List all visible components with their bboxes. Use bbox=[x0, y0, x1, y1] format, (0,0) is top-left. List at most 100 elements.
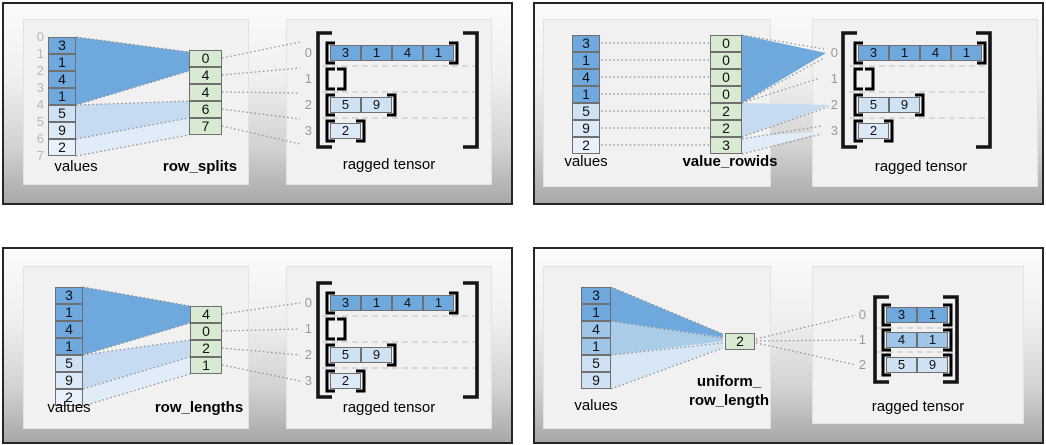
value-cell: 3 bbox=[572, 35, 600, 52]
tensor-cell: 1 bbox=[951, 45, 982, 61]
method-label: row_lengths bbox=[154, 399, 244, 416]
row-index-label: 3 bbox=[304, 373, 312, 388]
value-cell: 1 bbox=[48, 54, 76, 71]
tensor-cell: 9 bbox=[361, 97, 392, 113]
method-label-line1: uniform_ bbox=[696, 373, 762, 390]
row-index-label: 2 bbox=[830, 97, 838, 112]
value-cell: 2 bbox=[48, 139, 76, 156]
tensor-cell: 2 bbox=[330, 373, 361, 389]
row-index-label: 2 bbox=[304, 347, 312, 362]
value-cell: 3 bbox=[48, 37, 76, 54]
ragged-tensor-label: ragged tensor bbox=[342, 156, 436, 173]
method-label-line2: row_length bbox=[688, 392, 769, 409]
values-label: values bbox=[54, 158, 98, 175]
value-cell: 2 bbox=[55, 389, 83, 406]
value-cell: 1 bbox=[55, 304, 83, 321]
tensor-cell: 2 bbox=[330, 123, 361, 139]
row-index-label: 1 bbox=[858, 332, 866, 347]
method-label: value_rowids bbox=[682, 153, 778, 170]
tensor-cell: 1 bbox=[423, 45, 454, 61]
tensor-cell: 5 bbox=[330, 97, 361, 113]
tensor-cell: 9 bbox=[889, 97, 920, 113]
tensor-cell: 1 bbox=[423, 295, 454, 311]
partition-cell: 0 bbox=[710, 52, 742, 69]
value-index-label: 0 bbox=[36, 29, 44, 44]
value-cell: 3 bbox=[55, 287, 83, 304]
tensor-cell: 3 bbox=[858, 45, 889, 61]
tensor-cell: 3 bbox=[886, 307, 917, 323]
value-cell: 5 bbox=[581, 355, 611, 372]
method-label: uniform_ row_length bbox=[653, 372, 805, 410]
value-cell: 2 bbox=[572, 137, 600, 154]
partition-cell: 0 bbox=[189, 50, 222, 67]
tensor-cell: 1 bbox=[889, 45, 920, 61]
tensor-cell: 9 bbox=[917, 357, 948, 373]
row-index-label: 3 bbox=[304, 123, 312, 138]
method-label: row_splits bbox=[162, 158, 238, 175]
values-label: values bbox=[564, 153, 608, 170]
partition-cell: 2 bbox=[710, 103, 742, 120]
tensor-cell: 4 bbox=[920, 45, 951, 61]
partition-cell: 0 bbox=[190, 323, 222, 340]
tensor-cell: 4 bbox=[392, 45, 423, 61]
value-cell: 5 bbox=[572, 103, 600, 120]
tensor-cell: 5 bbox=[886, 357, 917, 373]
partition-cell: 0 bbox=[710, 69, 742, 86]
tensor-cell: 9 bbox=[361, 347, 392, 363]
partition-cell: 2 bbox=[190, 340, 222, 357]
tensor-cell: 4 bbox=[392, 295, 423, 311]
value-cell: 9 bbox=[48, 122, 76, 139]
value-index-label: 4 bbox=[36, 97, 44, 112]
tensor-cell: 5 bbox=[858, 97, 889, 113]
tensor-cell: 2 bbox=[858, 123, 889, 139]
ragged-tensor-label: ragged tensor bbox=[874, 158, 968, 175]
value-index-label: 3 bbox=[36, 80, 44, 95]
partition-cell: 1 bbox=[190, 357, 222, 374]
value-cell: 9 bbox=[55, 372, 83, 389]
row-index-label: 0 bbox=[304, 295, 312, 310]
row-index-label: 0 bbox=[304, 45, 312, 60]
tensor-cell: 3 bbox=[330, 45, 361, 61]
row-index-label: 1 bbox=[830, 71, 838, 86]
value-cell: 9 bbox=[581, 372, 611, 389]
partition-cell: 7 bbox=[189, 118, 222, 135]
row-index-label: 3 bbox=[830, 123, 838, 138]
value-index-label: 2 bbox=[36, 63, 44, 78]
value-cell: 1 bbox=[581, 338, 611, 355]
value-cell: 1 bbox=[55, 338, 83, 355]
ragged-tensor-label: ragged tensor bbox=[871, 398, 965, 415]
value-cell: 4 bbox=[581, 321, 611, 338]
value-cell: 1 bbox=[48, 88, 76, 105]
partition-cell: 4 bbox=[189, 84, 222, 101]
row-index-label: 0 bbox=[858, 307, 866, 322]
value-cell: 3 bbox=[581, 287, 611, 304]
partition-cell: 2 bbox=[725, 333, 755, 350]
value-cell: 5 bbox=[48, 105, 76, 122]
tensor-cell: 5 bbox=[330, 347, 361, 363]
value-cell: 5 bbox=[55, 355, 83, 372]
partition-cell: 6 bbox=[189, 101, 222, 118]
partition-cell: 0 bbox=[710, 86, 742, 103]
value-cell: 1 bbox=[572, 86, 600, 103]
partition-cell: 2 bbox=[710, 120, 742, 137]
value-index-label: 7 bbox=[36, 148, 44, 163]
tensor-cell: 4 bbox=[886, 332, 917, 348]
value-index-label: 5 bbox=[36, 114, 44, 129]
tensor-cell: 1 bbox=[917, 332, 948, 348]
partition-cell: 4 bbox=[190, 306, 222, 323]
partition-cell: 3 bbox=[710, 137, 742, 154]
value-index-label: 6 bbox=[36, 131, 44, 146]
tensor-cell: 1 bbox=[917, 307, 948, 323]
value-cell: 4 bbox=[48, 71, 76, 88]
values-label: values bbox=[47, 399, 91, 416]
tensor-cell: 3 bbox=[330, 295, 361, 311]
value-index-label: 1 bbox=[36, 46, 44, 61]
value-cell: 4 bbox=[572, 69, 600, 86]
tensor-cell: 1 bbox=[361, 295, 392, 311]
ragged-tensor-label: ragged tensor bbox=[342, 399, 436, 416]
value-cell: 1 bbox=[581, 304, 611, 321]
value-cell: 4 bbox=[55, 321, 83, 338]
row-index-label: 0 bbox=[830, 45, 838, 60]
value-cell: 1 bbox=[572, 52, 600, 69]
